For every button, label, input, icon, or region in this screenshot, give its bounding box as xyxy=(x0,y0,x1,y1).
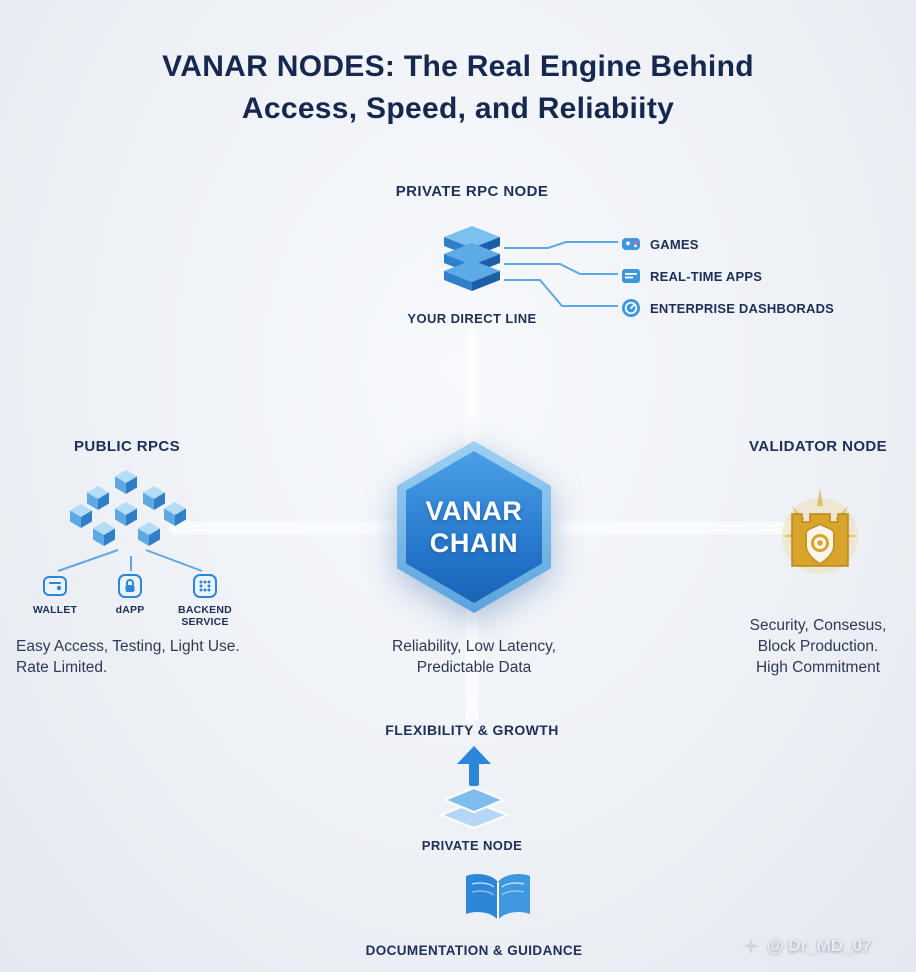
hexagon-core: VANAR CHAIN xyxy=(406,451,542,603)
main-cross-connectors xyxy=(169,325,793,723)
open-book-icon xyxy=(466,874,530,920)
flexibility-growth-label: FLEXIBILITY & GROWTH xyxy=(385,722,559,738)
hexagon-border: VANAR CHAIN xyxy=(397,441,551,613)
wallet-icon xyxy=(43,576,67,596)
vanar-chain-hexagon: VANAR CHAIN xyxy=(397,441,551,613)
center-desc-line2: Predictable Data xyxy=(416,659,532,676)
public-desc-line1: Easy Access, Testing, Light Use. xyxy=(16,638,240,655)
private-rpc-node-label: PRIVATE RPC NODE xyxy=(395,183,549,200)
public-rpcs-label: PUBLIC RPCS xyxy=(73,438,181,455)
validator-desc-line1: Security, Consesus, xyxy=(749,617,887,634)
page-title-line2: Access, Speed, and Reliabiity xyxy=(241,92,675,125)
private-node-label: PRIVATE NODE xyxy=(421,838,523,853)
validator-desc-line2: Block Production. xyxy=(757,638,879,655)
gamepad-icon xyxy=(622,238,640,250)
validator-desc-line3: High Commitment xyxy=(755,659,881,676)
client-dapp: dAPP xyxy=(95,573,165,616)
cube-cluster-icon xyxy=(70,470,186,546)
backend-dots-icon xyxy=(193,574,217,598)
dapp-label: dAPP xyxy=(115,604,145,616)
watermark-text: @ Dr_MD_07 xyxy=(767,936,872,955)
wallet-label: WALLET xyxy=(32,604,78,616)
page-title: VANAR NODES: The Real Engine Behind Acce… xyxy=(78,46,838,130)
games-label: GAMES xyxy=(650,236,699,252)
growth-layers-arrow-icon xyxy=(438,746,510,830)
validator-node-label: VALIDATOR NODE xyxy=(748,438,888,455)
watermark: @ Dr_MD_07 xyxy=(742,936,871,956)
vanar-text: VANAR xyxy=(425,496,523,526)
sparkle-icon xyxy=(742,937,760,955)
client-backend-service: BACKEND SERVICE xyxy=(170,573,240,628)
dapp-lock-icon xyxy=(118,574,142,598)
center-desc-line1: Reliability, Low Latency, xyxy=(392,638,556,655)
page-title-line1: VANAR NODES: The Real Engine Behind xyxy=(162,50,754,83)
client-wallet: WALLET xyxy=(20,573,90,616)
realtime-apps-label: REAL-TIME APPS xyxy=(650,268,763,284)
app-window-icon xyxy=(622,269,640,283)
chain-text: CHAIN xyxy=(429,528,519,558)
your-direct-line-label: YOUR DIRECT LINE xyxy=(407,311,537,326)
enterprise-dashboards-label: ENTERPRISE DASHBORADS xyxy=(650,300,835,316)
gauge-icon xyxy=(622,299,640,317)
connection-realtime-apps: REAL-TIME APPS xyxy=(621,265,762,287)
documentation-guidance-label: DOCUMENTATION & GUIDANCE xyxy=(365,943,583,958)
validator-description: Security, Consesus, Block Production. Hi… xyxy=(708,615,916,678)
connection-games: GAMES xyxy=(621,233,699,255)
branch-connectors xyxy=(57,241,618,572)
public-desc-line2: Rate Limited. xyxy=(16,659,108,676)
server-stack-icon xyxy=(444,226,500,291)
public-rpcs-description: Easy Access, Testing, Light Use. Rate Li… xyxy=(16,636,276,678)
validator-castle-shield-icon xyxy=(782,488,858,574)
center-description: Reliability, Low Latency, Predictable Da… xyxy=(347,636,601,678)
backend-service-label: BACKEND SERVICE xyxy=(178,604,232,628)
connection-enterprise-dashboards: ENTERPRISE DASHBORADS xyxy=(621,297,834,319)
